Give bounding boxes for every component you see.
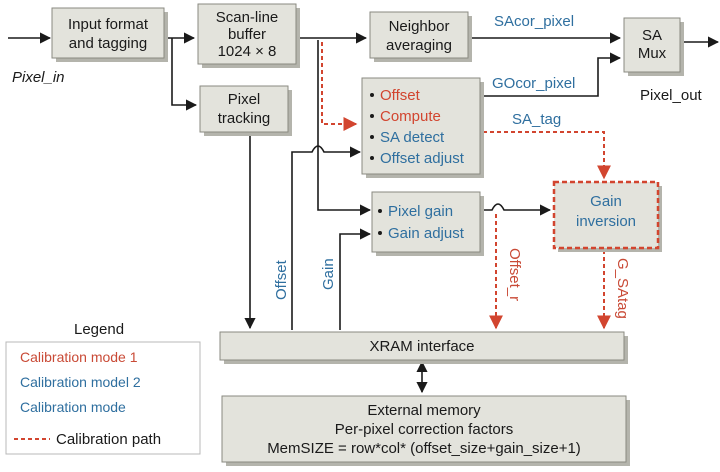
gain-inversion-line1: Gain <box>590 193 622 210</box>
legend-item-calibration-mode: Calibration mode <box>20 399 126 415</box>
function-item-sa-detect: SA detect <box>380 129 445 146</box>
sa-tag-label: SA_tag <box>512 111 561 128</box>
gain-inversion-line2: inversion <box>576 213 636 230</box>
pixel-tracking-block: Pixel tracking <box>199 85 292 136</box>
wire-scanline-to-pixelgain <box>317 40 372 216</box>
input-format-line2: and tagging <box>69 35 147 52</box>
legend: Legend Calibration mode 1 Calibration mo… <box>5 321 201 455</box>
cal-path-sa-tag <box>476 131 611 180</box>
scanline-line2: buffer <box>228 26 266 43</box>
external-memory-block: External memory Per-pixel correction fac… <box>221 395 630 466</box>
cal-path-to-offset <box>321 42 358 131</box>
sa-mux-line1: SA <box>642 27 662 44</box>
calibration-paths <box>321 42 611 330</box>
function-item-pixel-gain: Pixel gain <box>388 203 453 220</box>
legend-item-calibration-model-2: Calibration model 2 <box>20 374 141 390</box>
scanline-line3: 1024 × 8 <box>218 43 277 60</box>
pixel-in-label: Pixel_in <box>12 69 65 86</box>
wire-offset <box>291 145 362 330</box>
scanline-buffer-block: Scan-line buffer 1024 × 8 <box>197 3 300 68</box>
neighbor-line2: averaging <box>386 37 452 54</box>
signal-wires <box>8 32 720 394</box>
input-format-line1: Input format <box>68 16 149 33</box>
function-item-compute: Compute <box>380 108 441 125</box>
g-satag-signal-label: G_SAtag <box>614 258 631 319</box>
wire-input-to-tracking <box>171 38 198 111</box>
bullet-icon <box>370 114 374 118</box>
function-item-offset: Offset <box>380 87 421 104</box>
wire-gocor-pixel <box>484 52 622 97</box>
external-memory-title: External memory <box>367 402 481 419</box>
external-memory-formula: MemSIZE = row*col* (offset_size+gain_siz… <box>267 440 581 457</box>
wire-pixelgain-to-inversion <box>484 203 552 216</box>
signal-labels: Pixel_in Pixel_out SAcor_pixel GOcor_pix… <box>12 13 703 319</box>
bullet-icon <box>370 93 374 97</box>
gocor-pixel-label: GOcor_pixel <box>492 75 575 92</box>
pixel-tracking-line2: tracking <box>218 110 271 127</box>
bullet-icon <box>370 156 374 160</box>
neighbor-line1: Neighbor <box>389 18 450 35</box>
gain-inversion-block: Gain inversion <box>552 180 662 252</box>
xram-interface-block: XRAM interface <box>219 331 628 364</box>
bullet-icon <box>378 231 382 235</box>
legend-title: Legend <box>74 321 124 338</box>
external-memory-subtitle: Per-pixel correction factors <box>335 421 513 438</box>
sa-mux-line2: Mux <box>638 45 667 62</box>
input-format-block: Input format and tagging <box>51 7 168 62</box>
sacor-pixel-label: SAcor_pixel <box>494 13 574 30</box>
wire-gain <box>339 228 372 330</box>
offset-signal-label: Offset <box>273 259 290 300</box>
gain-signal-label: Gain <box>320 258 337 290</box>
xram-label: XRAM interface <box>369 338 474 355</box>
legend-box <box>5 341 201 455</box>
legend-calibration-path-label: Calibration path <box>56 431 161 448</box>
sa-mux-block: SA Mux <box>623 17 684 76</box>
bullet-icon <box>378 209 382 213</box>
scanline-line1: Scan-line <box>216 9 279 26</box>
legend-item-calibration-mode-1: Calibration mode 1 <box>20 349 138 365</box>
pixel-out-label: Pixel_out <box>640 87 703 104</box>
bullet-icon <box>370 135 374 139</box>
function-item-offset-adjust: Offset adjust <box>380 150 465 167</box>
offset-r-signal-label: Offset_r <box>506 248 523 301</box>
neighbor-averaging-block: Neighbor averaging <box>369 11 472 62</box>
function-item-gain-adjust: Gain adjust <box>388 225 465 242</box>
pixel-tracking-line1: Pixel <box>228 91 261 108</box>
